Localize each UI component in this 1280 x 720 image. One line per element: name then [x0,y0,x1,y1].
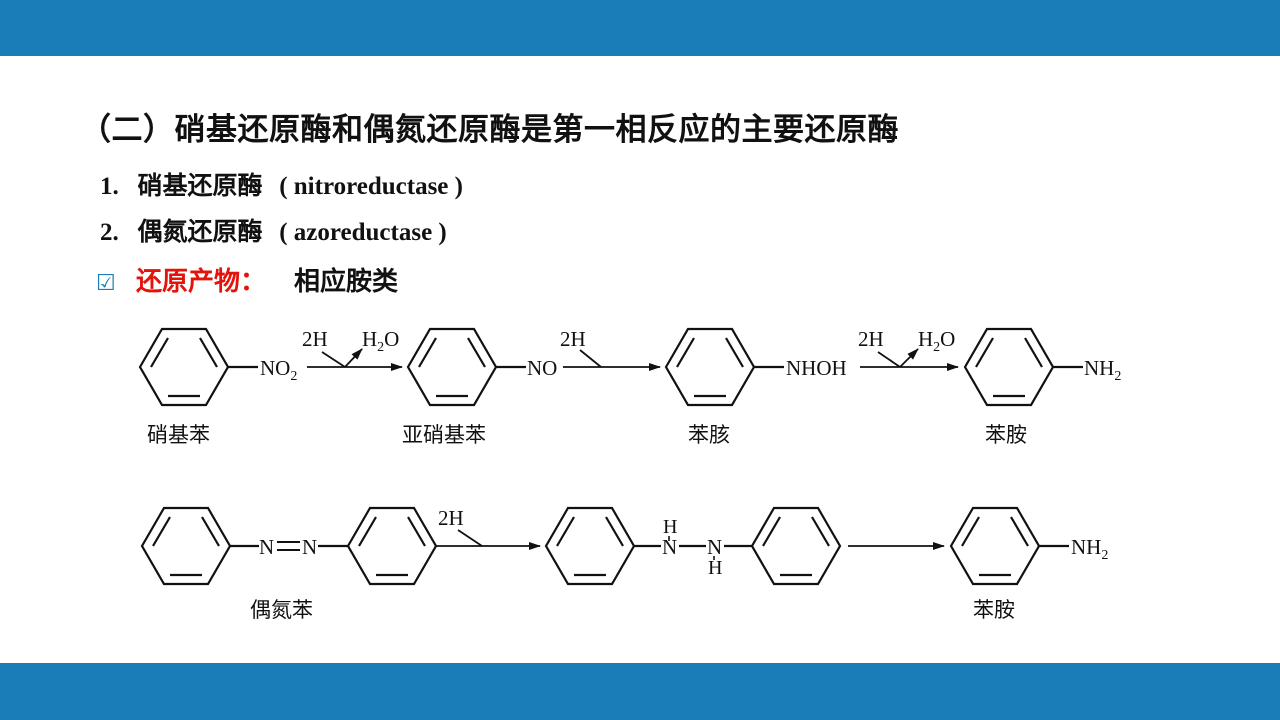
top-banner [0,0,1280,56]
compound-label-aniline: 苯胺 [973,598,1015,622]
item-number: 2. [100,219,119,246]
azo-nitrogen: N [259,535,274,559]
hydrazo-hydrogen: H [708,557,722,579]
item-number: 1. [100,173,119,200]
benzene-ring-aniline [963,327,1055,407]
hydrazo-nitrogen: N [707,535,722,559]
reaction-arrow-2 [563,349,661,371]
benzene-ring-aniline-2 [949,506,1041,586]
item-english-name: ( nitroreductase ) [279,173,463,200]
product-label: 还原产物： [136,267,267,297]
item-chinese-name: 硝基还原酶 [137,171,263,200]
product-value: 相应胺类 [294,267,399,297]
reagent-2h: 2H [302,327,328,351]
reaction-arrow-1 [307,348,403,371]
hydrazo-hydrogen: H [663,516,677,538]
item-english-name: ( azoreductase ) [279,219,447,246]
item-chinese-name: 偶氮还原酶 [137,217,263,246]
reagent-h2o: H2O [918,327,955,355]
reaction-arrow-4 [436,529,541,550]
compound-label-nitrobenzene: 硝基苯 [147,423,210,447]
benzene-ring-azo-right [346,506,438,586]
hydroxylamine-group: NHOH [786,356,847,380]
reagent-2h: 2H [438,506,464,530]
benzene-ring-azo-left [140,506,232,586]
amino-group: NH2 [1084,356,1121,384]
reagent-h2o: H2O [362,327,399,355]
section-title: （二）硝基还原酶和偶氮还原酶是第一相反应的主要还原酶 [80,112,899,148]
nitro-group: NO2 [260,356,297,384]
compound-label-azobenzene: 偶氮苯 [250,598,313,622]
amino-group: NH2 [1071,535,1108,563]
compound-label-aniline: 苯胺 [985,423,1027,447]
reaction-arrow-3 [860,348,959,371]
benzene-ring-nitrosobenzene [406,327,498,407]
reagent-2h: 2H [858,327,884,351]
benzene-ring-hydrazo-left [544,506,636,586]
benzene-ring-hydrazo-right [750,506,842,586]
hydrazo-nitrogen: N [662,535,677,559]
list-item-nitroreductase: 1. 硝基还原酶 ( nitroreductase ) [100,166,463,202]
list-item-azoreductase: 2. 偶氮还原酶 ( azoreductase ) [100,212,447,248]
reduction-product-line: ☑ 还原产物： 相应胺类 [96,261,398,298]
benzene-ring-phenylhydroxylamine [664,327,756,407]
checkbox-icon: ☑ [96,271,116,296]
bottom-banner [0,663,1280,720]
nitroso-group: NO [527,356,557,380]
benzene-ring-nitrobenzene [138,327,230,407]
azo-nitrogen: N [302,535,317,559]
compound-label-phenylhydroxylamine: 苯胲 [688,423,730,447]
compound-label-nitrosobenzene: 亚硝基苯 [402,423,486,447]
reaction-scheme: NO2 2H H2O NO 2H NHOH 2H H2O NH2 [138,327,1121,622]
reagent-2h: 2H [560,327,586,351]
